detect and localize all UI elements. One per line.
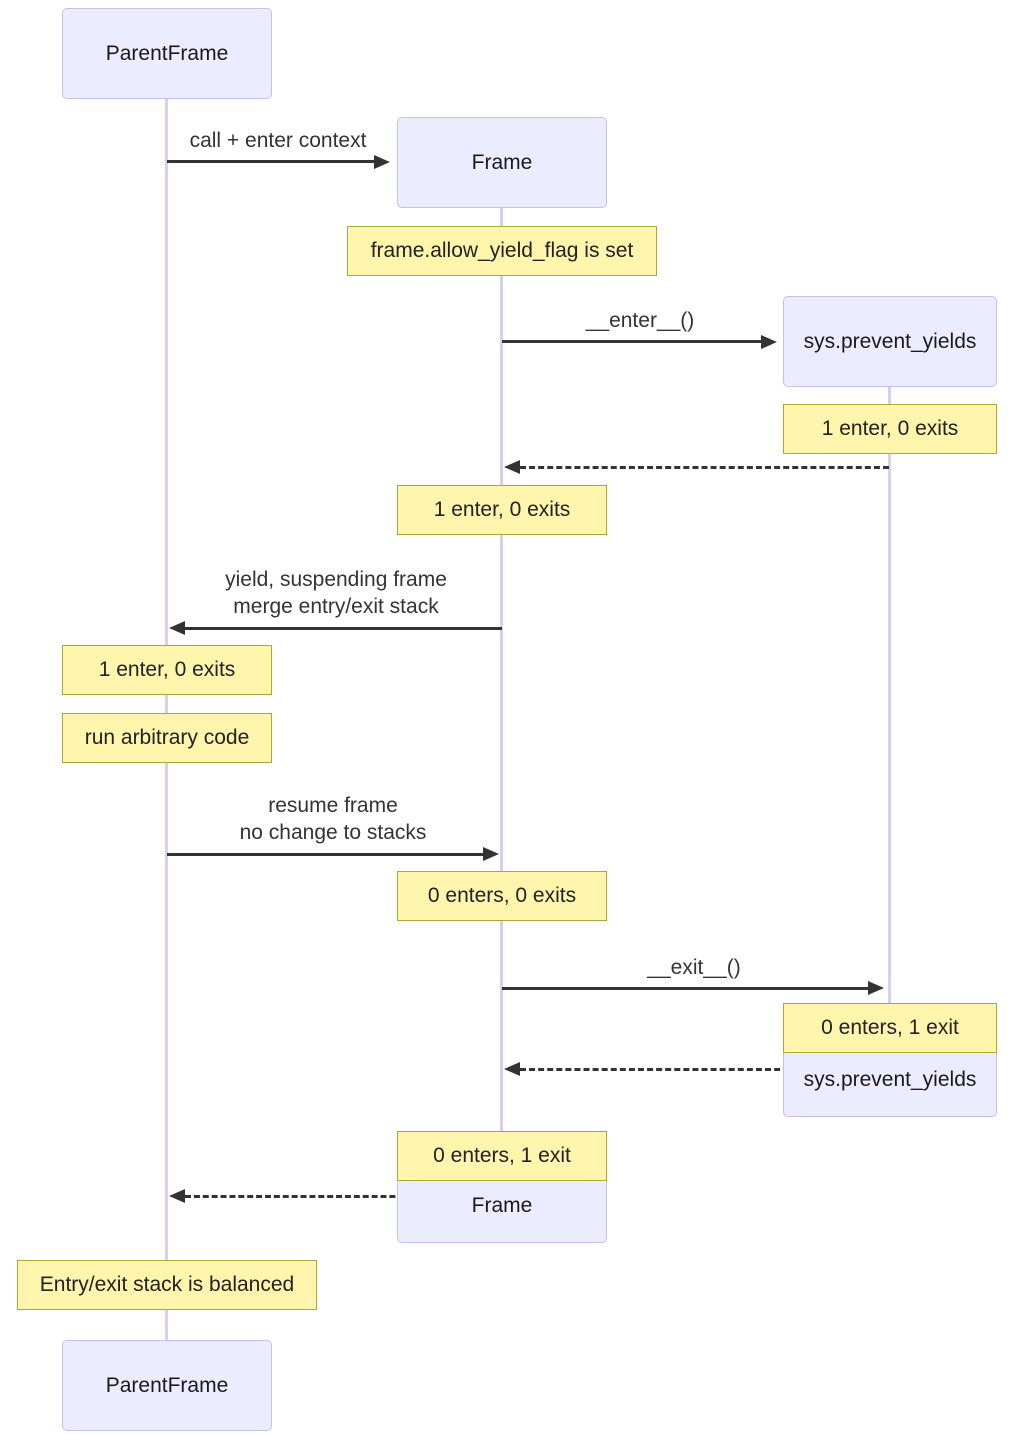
arrowhead-icon	[483, 847, 499, 861]
message-line-call-enter-context	[167, 160, 375, 163]
message-label-resume: resume frame no change to stacks	[240, 792, 427, 846]
actor-label: sys.prevent_yields	[803, 329, 977, 353]
message-line-exit	[502, 987, 869, 990]
note-sys-after-exit: 0 enters, 1 exit	[783, 1003, 997, 1053]
note-stack-balanced: Entry/exit stack is balanced	[17, 1260, 317, 1310]
message-text: resume frame	[268, 794, 398, 817]
note-run-arbitrary-code: run arbitrary code	[62, 713, 272, 763]
actor-label: Frame	[471, 150, 533, 174]
message-text: yield, suspending frame	[225, 568, 447, 591]
actor-sys-prevent-yields-top: sys.prevent_yields	[783, 296, 997, 387]
note-text: 0 enters, 1 exit	[821, 1016, 959, 1039]
note-text: 1 enter, 0 exits	[98, 658, 236, 681]
message-label-exit: __exit__()	[647, 954, 740, 981]
message-text: __enter__()	[585, 309, 695, 332]
note-frame-after-resume: 0 enters, 0 exits	[397, 871, 607, 921]
actor-parentframe-bottom: ParentFrame	[62, 1340, 272, 1431]
note-sys-after-enter: 1 enter, 0 exits	[783, 404, 997, 454]
actor-label: ParentFrame	[105, 41, 229, 65]
note-text: frame.allow_yield_flag is set	[370, 239, 634, 262]
message-text: call + enter context	[189, 129, 367, 152]
arrowhead-icon	[169, 621, 185, 635]
arrowhead-icon	[374, 155, 390, 169]
arrowhead-icon	[868, 981, 884, 995]
actor-label: Frame	[471, 1194, 533, 1217]
lifeline-frame	[500, 208, 503, 1152]
note-text: 0 enters, 1 exit	[433, 1144, 571, 1167]
message-line-return-exit	[520, 1068, 889, 1071]
note-text: 1 enter, 0 exits	[821, 417, 959, 440]
message-line-return-frame	[185, 1195, 502, 1198]
note-text: 0 enters, 0 exits	[427, 884, 577, 907]
note-parent-after-yield: 1 enter, 0 exits	[62, 645, 272, 695]
message-label-call-enter-context: call + enter context	[190, 127, 367, 154]
arrowhead-icon	[504, 460, 520, 474]
note-text: run arbitrary code	[84, 726, 250, 749]
message-line-enter	[502, 340, 762, 343]
message-text: no change to stacks	[239, 821, 427, 844]
message-text: __exit__()	[647, 956, 741, 979]
lifeline-sys-prevent-yields	[888, 387, 891, 1026]
message-text: merge entry/exit stack	[233, 595, 439, 618]
note-allow-yield-flag: frame.allow_yield_flag is set	[347, 226, 657, 276]
message-line-return-enter	[520, 466, 889, 469]
message-line-resume	[167, 853, 484, 856]
message-label-enter: __enter__()	[586, 307, 695, 334]
note-frame-after-exit: 0 enters, 1 exit	[397, 1131, 607, 1181]
actor-label: sys.prevent_yields	[803, 1068, 977, 1091]
actor-parentframe-top: ParentFrame	[62, 8, 272, 99]
arrowhead-icon	[169, 1189, 185, 1203]
note-frame-after-enter: 1 enter, 0 exits	[397, 485, 607, 535]
actor-frame-top: Frame	[397, 117, 607, 208]
message-label-yield: yield, suspending frame merge entry/exit…	[225, 566, 447, 620]
actor-label: ParentFrame	[105, 1373, 229, 1397]
arrowhead-icon	[761, 335, 777, 349]
message-line-yield	[185, 627, 502, 630]
note-text: 1 enter, 0 exits	[433, 498, 571, 521]
arrowhead-icon	[504, 1062, 520, 1076]
note-text: Entry/exit stack is balanced	[39, 1273, 295, 1296]
